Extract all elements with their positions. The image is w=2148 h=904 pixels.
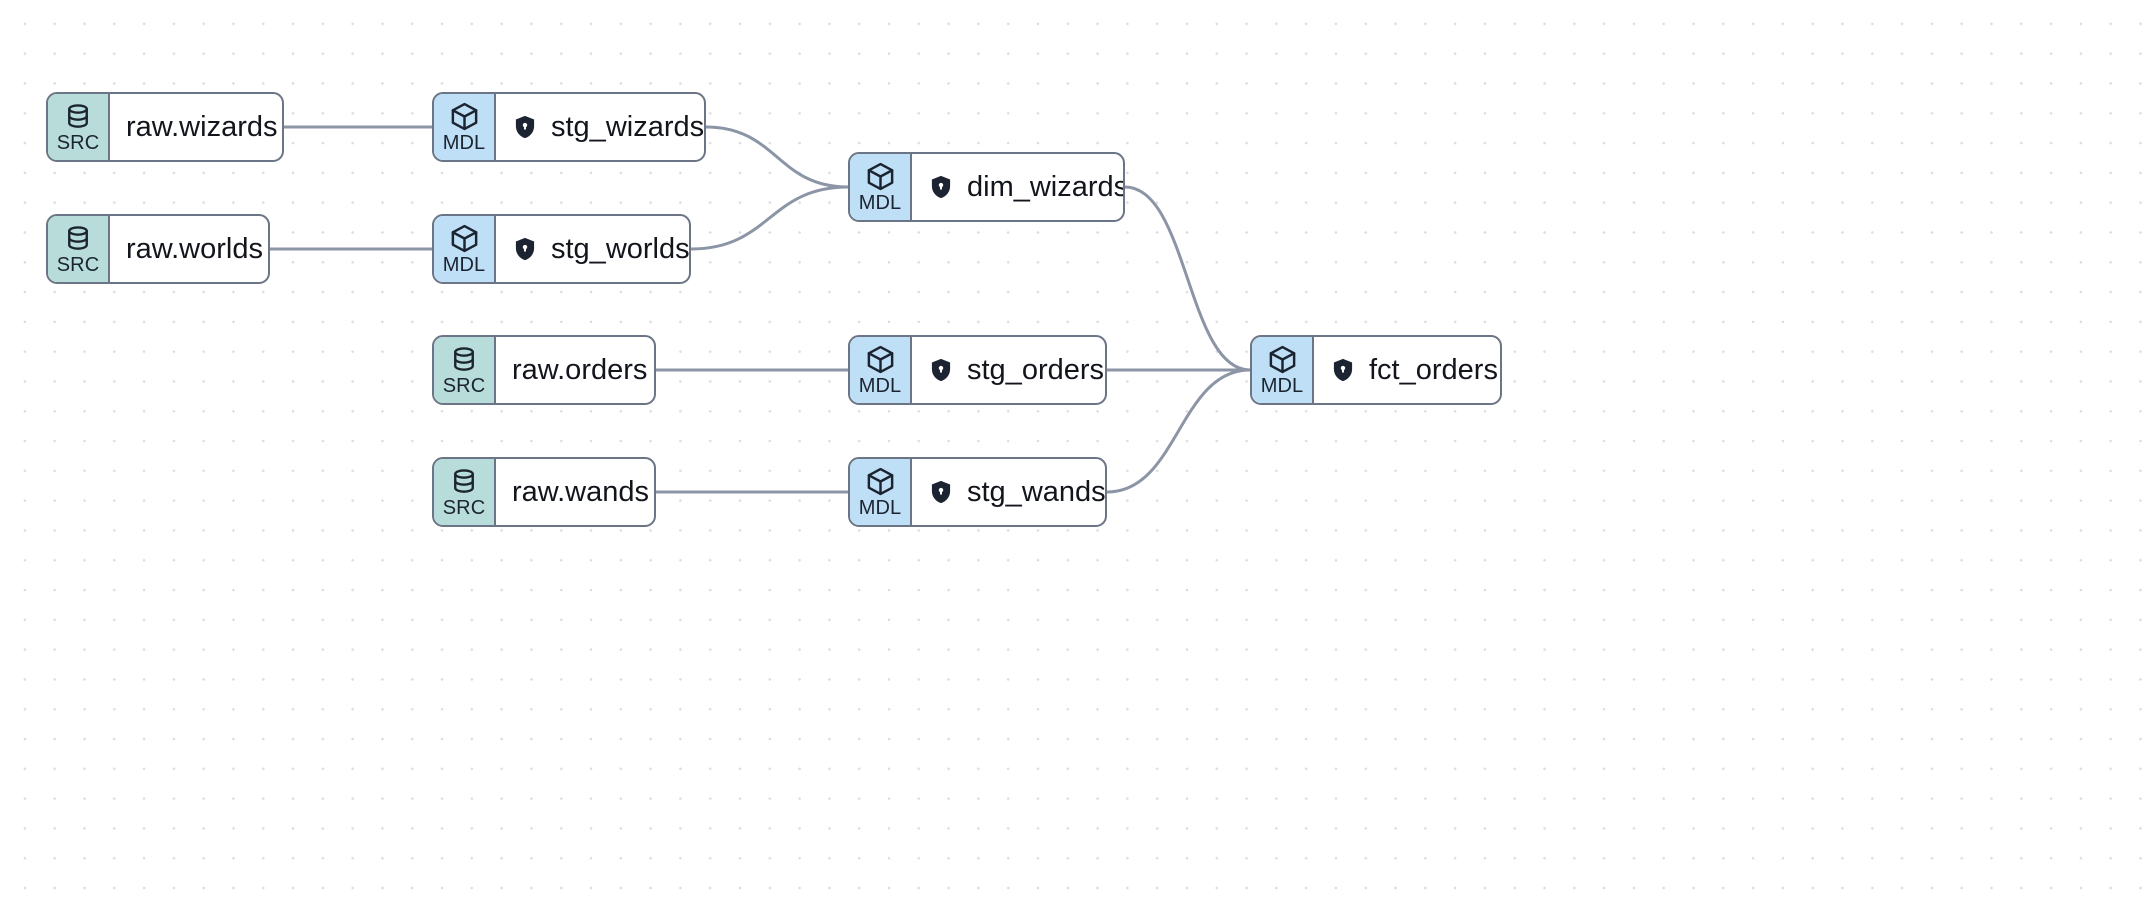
node-body-stg_wizards: stg_wizards <box>496 94 705 160</box>
node-type-label: SRC <box>56 253 100 276</box>
node-type-badge-dim_wizards: MDL <box>850 154 912 220</box>
node-stg_orders[interactable]: MDL stg_orders <box>848 335 1107 405</box>
node-type-badge-stg_orders: MDL <box>850 337 912 403</box>
node-type-badge-raw_orders: SRC <box>434 337 496 403</box>
node-label: fct_orders <box>1369 354 1498 386</box>
node-type-label: SRC <box>442 496 486 519</box>
node-type-label: MDL <box>442 132 486 154</box>
node-raw_wands[interactable]: SRC raw.wands <box>432 457 656 527</box>
node-type-label: MDL <box>858 375 902 397</box>
shield-lock-icon <box>928 357 954 383</box>
node-type-badge-stg_worlds: MDL <box>434 216 496 282</box>
node-label: stg_wizards <box>551 111 705 143</box>
node-dim_wizards[interactable]: MDL dim_wizards <box>848 152 1125 222</box>
shield-lock-icon <box>928 174 954 200</box>
node-type-label: SRC <box>56 131 100 154</box>
node-body-raw_worlds: raw.worlds <box>110 216 268 282</box>
node-type-badge-raw_wizards: SRC <box>48 94 110 160</box>
database-icon <box>63 224 93 254</box>
node-body-fct_orders: fct_orders <box>1314 337 1500 403</box>
node-label: stg_worlds <box>551 233 690 265</box>
node-raw_wizards[interactable]: SRC raw.wizards <box>46 92 284 162</box>
edge-dim_wizards-to-fct_orders <box>1123 185 1252 372</box>
node-label: raw.orders <box>512 354 648 386</box>
node-label: raw.wands <box>512 476 650 508</box>
node-type-badge-raw_wands: SRC <box>434 459 496 525</box>
edge-stg_worlds-to-dim_wizards <box>689 185 850 251</box>
node-label: raw.wizards <box>126 111 278 143</box>
node-type-label: SRC <box>442 374 486 397</box>
node-type-badge-stg_wands: MDL <box>850 459 912 525</box>
node-stg_worlds[interactable]: MDL stg_worlds <box>432 214 691 284</box>
node-raw_worlds[interactable]: SRC raw.worlds <box>46 214 270 284</box>
database-icon <box>449 345 479 375</box>
node-type-label: MDL <box>858 192 902 214</box>
node-type-label: MDL <box>1260 375 1304 397</box>
node-stg_wands[interactable]: MDL stg_wands <box>848 457 1107 527</box>
node-type-label: MDL <box>442 254 486 276</box>
node-type-badge-fct_orders: MDL <box>1252 337 1314 403</box>
cube-icon <box>449 223 480 254</box>
node-body-stg_orders: stg_orders <box>912 337 1105 403</box>
database-icon <box>449 467 479 497</box>
cube-icon <box>1267 344 1298 375</box>
edge-stg_wands-to-fct_orders <box>1105 368 1252 494</box>
node-stg_wizards[interactable]: MDL stg_wizards <box>432 92 706 162</box>
node-type-badge-raw_worlds: SRC <box>48 216 110 282</box>
cube-icon <box>865 161 896 192</box>
node-label: raw.worlds <box>126 233 263 265</box>
shield-lock-icon <box>512 236 538 262</box>
node-fct_orders[interactable]: MDL fct_orders <box>1250 335 1502 405</box>
database-icon <box>63 102 93 132</box>
node-body-raw_wizards: raw.wizards <box>110 94 282 160</box>
node-body-dim_wizards: dim_wizards <box>912 154 1125 220</box>
node-body-stg_worlds: stg_worlds <box>496 216 690 282</box>
shield-lock-icon <box>1330 357 1356 383</box>
node-raw_orders[interactable]: SRC raw.orders <box>432 335 656 405</box>
node-label: dim_wizards <box>967 171 1125 203</box>
node-label: stg_wands <box>967 476 1106 508</box>
node-type-badge-stg_wizards: MDL <box>434 94 496 160</box>
node-body-raw_orders: raw.orders <box>496 337 654 403</box>
node-body-raw_wands: raw.wands <box>496 459 654 525</box>
edge-stg_wizards-to-dim_wizards <box>704 125 850 189</box>
shield-lock-icon <box>928 479 954 505</box>
cube-icon <box>865 344 896 375</box>
node-type-label: MDL <box>858 497 902 519</box>
cube-icon <box>865 466 896 497</box>
node-body-stg_wands: stg_wands <box>912 459 1106 525</box>
cube-icon <box>449 101 480 132</box>
shield-lock-icon <box>512 114 538 140</box>
node-label: stg_orders <box>967 354 1105 386</box>
